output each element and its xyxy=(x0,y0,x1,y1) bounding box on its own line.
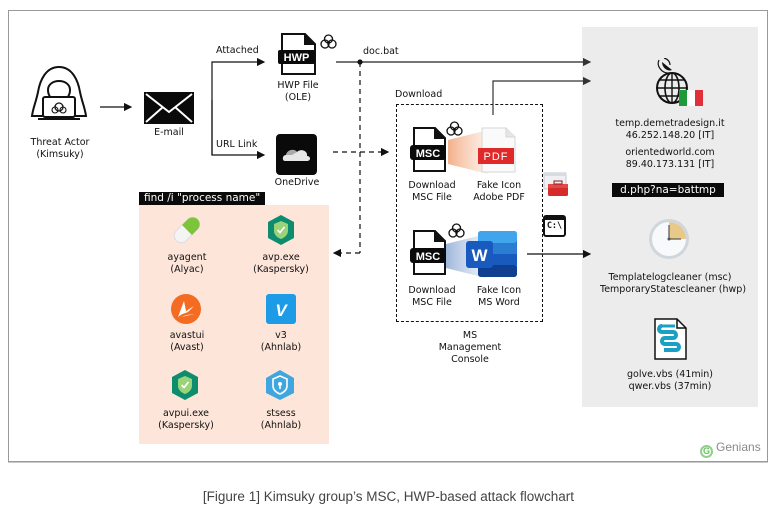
edge-email-onedrive xyxy=(211,100,266,160)
vbs-script-1: golve.vbs (41min) xyxy=(626,369,713,380)
download-group-box xyxy=(396,104,543,322)
hooded-hacker-icon xyxy=(30,65,88,120)
edge-pdf-c2 xyxy=(492,76,592,115)
av-item-avastui: avastui (Avast) xyxy=(155,330,219,354)
svg-text:V: V xyxy=(275,301,288,320)
c2-domain-2: orientedworld.com xyxy=(625,147,715,158)
av-vendor: (Avast) xyxy=(170,342,204,353)
vbs-script-icon xyxy=(654,318,687,360)
threat-actor-label: Threat Actor (Kimsuky) xyxy=(23,137,97,161)
svg-text:PDF: PDF xyxy=(484,151,509,163)
edge-label-download: Download xyxy=(395,89,443,100)
fake-pdf-line1: Fake Icon xyxy=(476,180,522,191)
fake-pdf-icon: PDF xyxy=(478,127,516,173)
threat-actor-name: Threat Actor xyxy=(30,137,90,148)
cmd-icon: C:\ xyxy=(543,215,566,237)
figure-caption: [Figure 1] Kimsuky group’s MSC, HWP-base… xyxy=(202,489,575,504)
find-process-command: find /i "process name" xyxy=(139,192,266,205)
mmc-toolbox-icon xyxy=(543,172,568,196)
hwp-file-name: HWP File xyxy=(277,80,319,91)
mmc-label: MS Management Console xyxy=(430,330,510,366)
av-vendor: (Alyac) xyxy=(170,264,204,275)
c2-server-globe-icon xyxy=(656,58,703,106)
av-item-ayagent: ayagent (Alyac) xyxy=(155,252,219,276)
genians-g-icon: G xyxy=(700,445,713,458)
av-item-v3: v3 (Ahnlab) xyxy=(249,330,313,354)
vbs-scripts-label: golve.vbs (41min) qwer.vbs (37min) xyxy=(600,369,740,393)
av-process-name: ayagent xyxy=(167,252,207,263)
threat-actor-group: (Kimsuky) xyxy=(36,149,84,160)
fake-word-line2: MS Word xyxy=(478,297,520,308)
hwp-file-label: HWP File (OLE) xyxy=(272,80,324,104)
c2-url-parameter: d.php?na=battmp xyxy=(612,183,724,197)
scheduled-task-2: TemporaryStatescleaner (hwp) xyxy=(600,284,747,295)
avast-icon xyxy=(171,294,201,324)
msc-pdf-file-line1: Download xyxy=(408,180,456,191)
msc-word-file-line1: Download xyxy=(408,285,456,296)
ahnlab-v3-icon: V xyxy=(266,294,296,324)
kaspersky-shield-icon xyxy=(172,370,198,400)
msc-pdf-file-label: Download MSC File xyxy=(404,180,460,204)
hwp-file-type: (OLE) xyxy=(284,92,312,103)
fake-pdf-line2: Adobe PDF xyxy=(473,192,525,203)
envelope-icon xyxy=(144,92,194,124)
av-process-name: avp.exe xyxy=(262,252,300,263)
hwp-file-icon: HWP xyxy=(278,33,316,75)
fake-word-line1: Fake Icon xyxy=(476,285,522,296)
c2-ip-2: 89.40.173.131 [IT] xyxy=(625,159,715,170)
svg-text:MSC: MSC xyxy=(416,148,441,160)
antivirus-process-panel xyxy=(139,205,329,444)
av-vendor: (Ahnlab) xyxy=(260,342,302,353)
av-vendor: (Ahnlab) xyxy=(260,420,302,431)
biohazard-icon xyxy=(446,121,463,136)
alyac-pill-icon xyxy=(173,216,201,244)
onedrive-icon xyxy=(276,134,317,175)
msc-pdf-file-line2: MSC File xyxy=(412,192,452,203)
fake-word-label: Fake Icon MS Word xyxy=(470,285,528,309)
c2-server-2: orientedworld.com 89.40.173.131 [IT] xyxy=(600,147,740,171)
kaspersky-shield-icon xyxy=(268,215,294,245)
av-process-name: stsess xyxy=(266,408,296,419)
ahnlab-shield-icon xyxy=(266,370,294,400)
msc-word-file-line2: MSC File xyxy=(412,297,452,308)
av-process-name: avpui.exe xyxy=(162,408,209,419)
svg-text:HWP: HWP xyxy=(284,52,310,64)
mmc-line3: Console xyxy=(451,354,489,365)
av-vendor: (Kaspersky) xyxy=(158,420,214,431)
biohazard-icon xyxy=(320,34,337,49)
msc-file-icon: MSC xyxy=(410,230,446,275)
av-process-name: avastui xyxy=(169,330,205,341)
mmc-line2: Management xyxy=(438,342,502,353)
scheduled-task-1: Templatelogcleaner (msc) xyxy=(608,272,732,283)
svg-text:W: W xyxy=(471,246,488,265)
edge-label-url-link: URL Link xyxy=(216,139,258,150)
scheduled-task-clock-icon xyxy=(649,219,689,259)
c2-server-1: temp.demetradesign.it 46.252.148.20 [IT] xyxy=(600,118,740,142)
genians-brand-text: Genians xyxy=(716,440,761,454)
fake-pdf-label: Fake Icon Adobe PDF xyxy=(470,180,528,204)
av-item-avpui: avpui.exe (Kaspersky) xyxy=(151,408,221,432)
onedrive-label: OneDrive xyxy=(274,177,320,188)
av-vendor: (Kaspersky) xyxy=(253,264,309,275)
svg-text:MSC: MSC xyxy=(416,251,441,263)
mmc-line1: MS xyxy=(462,330,478,341)
msc-file-icon: MSC xyxy=(410,127,446,172)
scheduled-tasks-label: Templatelogcleaner (msc) TemporaryStates… xyxy=(600,272,747,296)
c2-ip-1: 46.252.148.20 [IT] xyxy=(625,130,715,141)
msc-word-file-label: Download MSC File xyxy=(404,285,460,309)
edge-label-attached: Attached xyxy=(216,45,259,56)
biohazard-icon xyxy=(448,223,465,238)
email-label: E-mail xyxy=(154,127,184,138)
c2-domain-1: temp.demetradesign.it xyxy=(615,118,725,129)
av-item-avp: avp.exe (Kaspersky) xyxy=(249,252,313,276)
av-item-stsess: stsess (Ahnlab) xyxy=(249,408,313,432)
fake-word-icon: W xyxy=(466,231,517,277)
vbs-script-2: qwer.vbs (37min) xyxy=(628,381,712,392)
edge-label-doc-bat: doc.bat xyxy=(363,46,399,57)
av-process-name: v3 xyxy=(275,330,287,341)
